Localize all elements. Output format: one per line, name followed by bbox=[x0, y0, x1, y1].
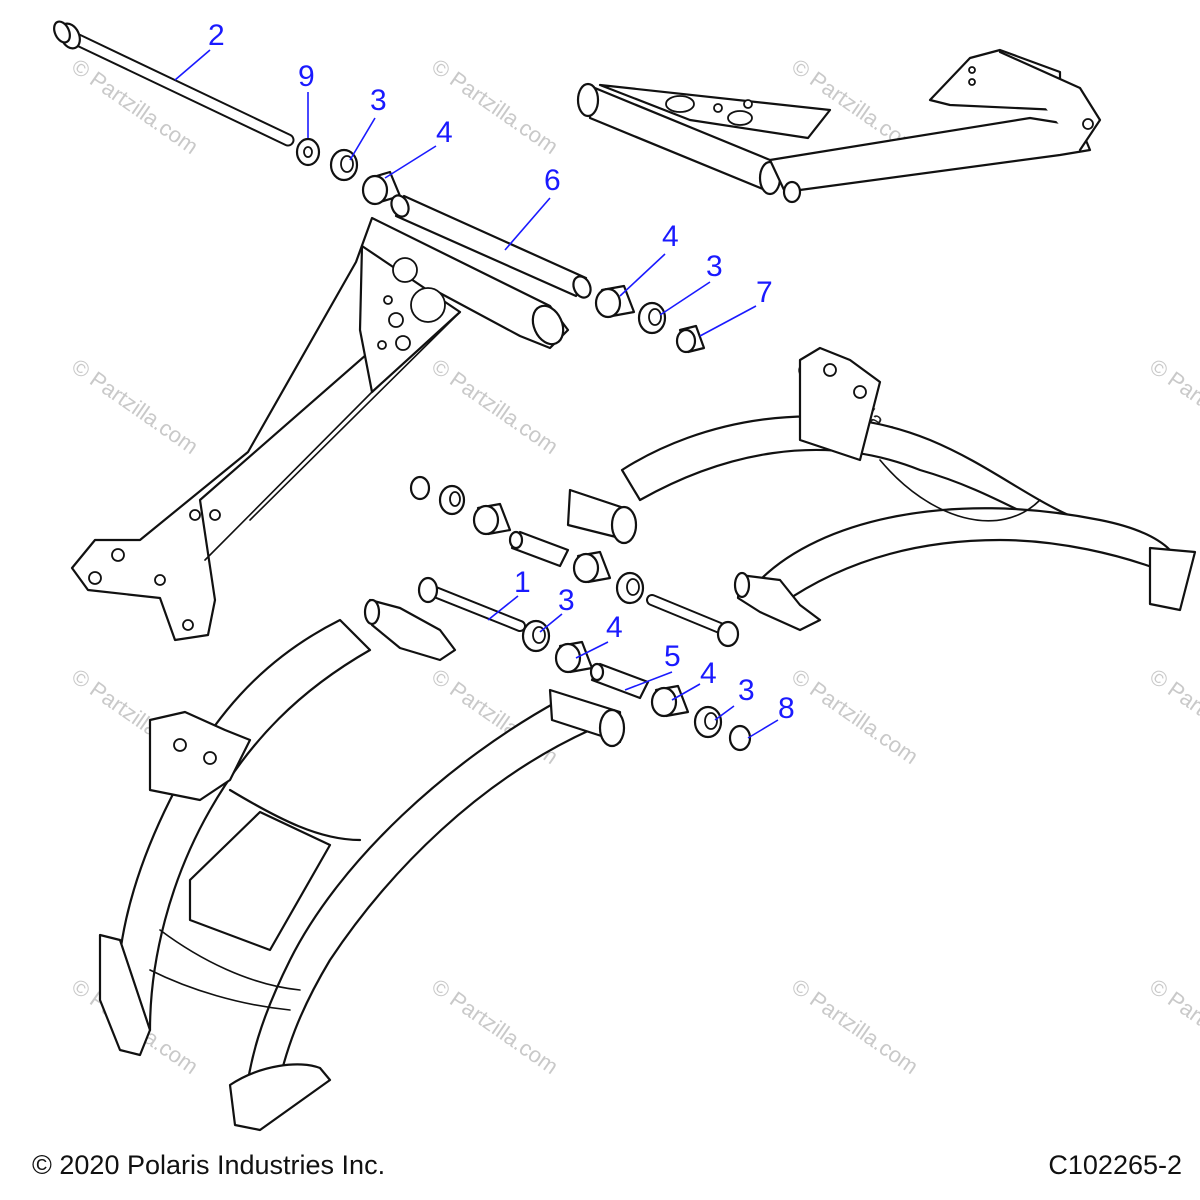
washer-part bbox=[295, 137, 321, 167]
watermark: © Partzilla.com bbox=[1145, 664, 1200, 770]
callout-1: 1 bbox=[514, 566, 531, 599]
watermark: © Partzilla.com bbox=[787, 664, 923, 770]
rear-frame-right-part bbox=[566, 346, 1197, 632]
callout-4: 4 bbox=[606, 611, 623, 644]
leader-line bbox=[504, 197, 551, 251]
watermark: © Partzilla.com bbox=[1145, 974, 1200, 1080]
pivot-bolt-part bbox=[53, 20, 295, 147]
callout-4: 4 bbox=[436, 116, 453, 149]
callout-6: 6 bbox=[544, 164, 561, 197]
bushing-part bbox=[594, 284, 636, 319]
leader-line bbox=[575, 641, 609, 659]
watermark: © Partzilla.com bbox=[787, 974, 923, 1080]
leader-line bbox=[659, 281, 711, 316]
callout-7: 7 bbox=[756, 276, 773, 309]
callout-8: 8 bbox=[778, 692, 795, 725]
leader-line bbox=[539, 613, 563, 633]
watermark: © Partzilla.com bbox=[427, 974, 563, 1080]
bolt-part bbox=[417, 576, 526, 632]
watermark: © Partzilla.com bbox=[67, 354, 203, 460]
leader-line bbox=[384, 145, 437, 179]
leader-line bbox=[619, 253, 666, 297]
leader-line bbox=[699, 305, 757, 337]
upper-a-arm-part bbox=[576, 48, 1102, 204]
hardware-row-lower-part bbox=[521, 619, 752, 752]
callout-labels: 2 9 3 4 6 4 3 7 1 3 4 5 4 3 8 bbox=[208, 19, 795, 725]
sleeve-tube-part bbox=[390, 194, 592, 299]
leader-line bbox=[714, 705, 735, 721]
rear-frame-left-part bbox=[98, 598, 626, 1132]
callout-4: 4 bbox=[662, 220, 679, 253]
callout-9: 9 bbox=[298, 60, 315, 93]
leader-lines bbox=[174, 49, 779, 739]
leader-line bbox=[487, 595, 519, 621]
leader-line bbox=[671, 683, 701, 701]
callout-3: 3 bbox=[706, 250, 723, 283]
callout-3: 3 bbox=[558, 584, 575, 617]
cap-nut-part bbox=[675, 324, 706, 354]
leader-line bbox=[349, 117, 376, 161]
callout-4: 4 bbox=[700, 657, 717, 690]
trailing-arm-part bbox=[70, 216, 570, 642]
leader-line bbox=[624, 671, 673, 691]
watermark: © Partzilla.com bbox=[427, 354, 563, 460]
leader-line bbox=[174, 49, 211, 81]
flange-bushing-part bbox=[637, 301, 667, 335]
watermark: © Partzilla.com bbox=[1145, 354, 1200, 460]
leader-line bbox=[747, 719, 779, 739]
callout-2: 2 bbox=[208, 19, 225, 52]
copyright-notice: © 2020 Polaris Industries Inc. bbox=[32, 1150, 386, 1180]
callout-3: 3 bbox=[370, 84, 387, 117]
diagram-code: C102265-2 bbox=[1048, 1150, 1182, 1180]
hardware-row-part bbox=[409, 475, 740, 648]
callout-5: 5 bbox=[664, 640, 681, 673]
callout-3: 3 bbox=[738, 674, 755, 707]
